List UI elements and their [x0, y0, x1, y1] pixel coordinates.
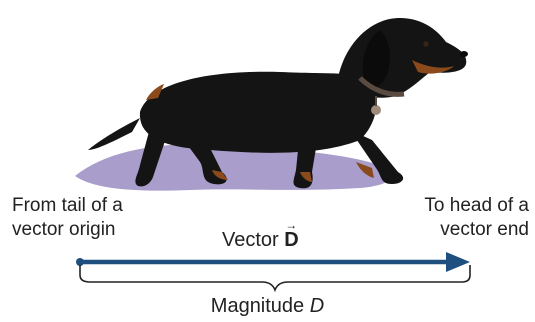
- vector-d-arrow: [76, 252, 470, 272]
- vector-arrow-icon: →: [285, 219, 297, 231]
- tail-label-line-2: vector origin: [12, 218, 123, 242]
- magnitude-label-word: Magnitude: [211, 295, 304, 317]
- magnitude-label: Magnitude D: [0, 294, 535, 318]
- vector-arrowhead: [446, 252, 470, 272]
- magnitude-symbol: D: [310, 295, 324, 317]
- vector-symbol: →D: [284, 228, 298, 252]
- magnitude-brace: [80, 265, 470, 290]
- head-label-line-1: To head of a: [424, 194, 529, 218]
- vector-symbol-letter: D: [284, 229, 298, 251]
- head-label-line-2: vector end: [424, 218, 529, 242]
- vector-label: Vector →D: [222, 228, 299, 252]
- head-label: To head of a vector end: [424, 194, 529, 242]
- tail-label-line-1: From tail of a: [12, 194, 123, 218]
- vector-label-word: Vector: [222, 229, 279, 251]
- tail-label: From tail of a vector origin: [12, 194, 123, 242]
